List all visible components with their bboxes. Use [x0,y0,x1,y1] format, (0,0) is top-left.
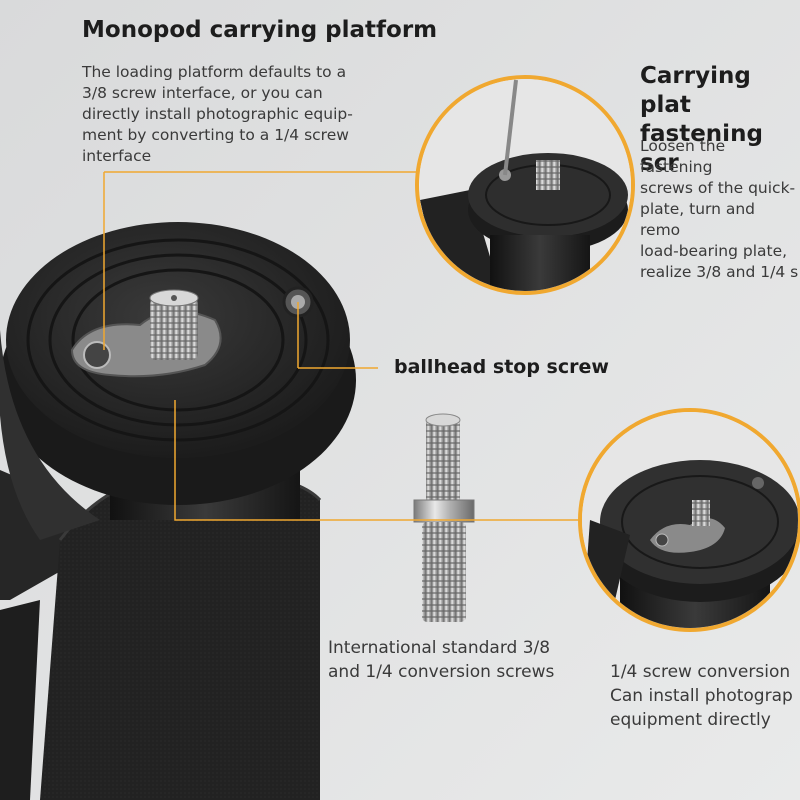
platform-plate [0,222,356,505]
monopod-title: Monopod carrying platform [82,17,438,43]
quarter-screw-caption: 1/4 screw conversion Can install photogr… [610,662,793,730]
carrying-description: Loosen the fastening screws of the quick… [640,137,799,281]
detail-circle-bottom [578,408,800,632]
plate-rim [0,330,100,540]
detail-circle-top [415,75,635,295]
monopod-description: The loading platform defaults to a 3/8 s… [82,63,353,165]
conversion-screw-caption: International standard 3/8 and 1/4 conve… [328,638,555,682]
conversion-screw [413,413,475,622]
carrying-title: Carrying plat fastening scr [640,63,763,176]
callout-lines [103,171,578,521]
ballhead-stop-screw-label: ballhead stop screw [394,356,609,378]
